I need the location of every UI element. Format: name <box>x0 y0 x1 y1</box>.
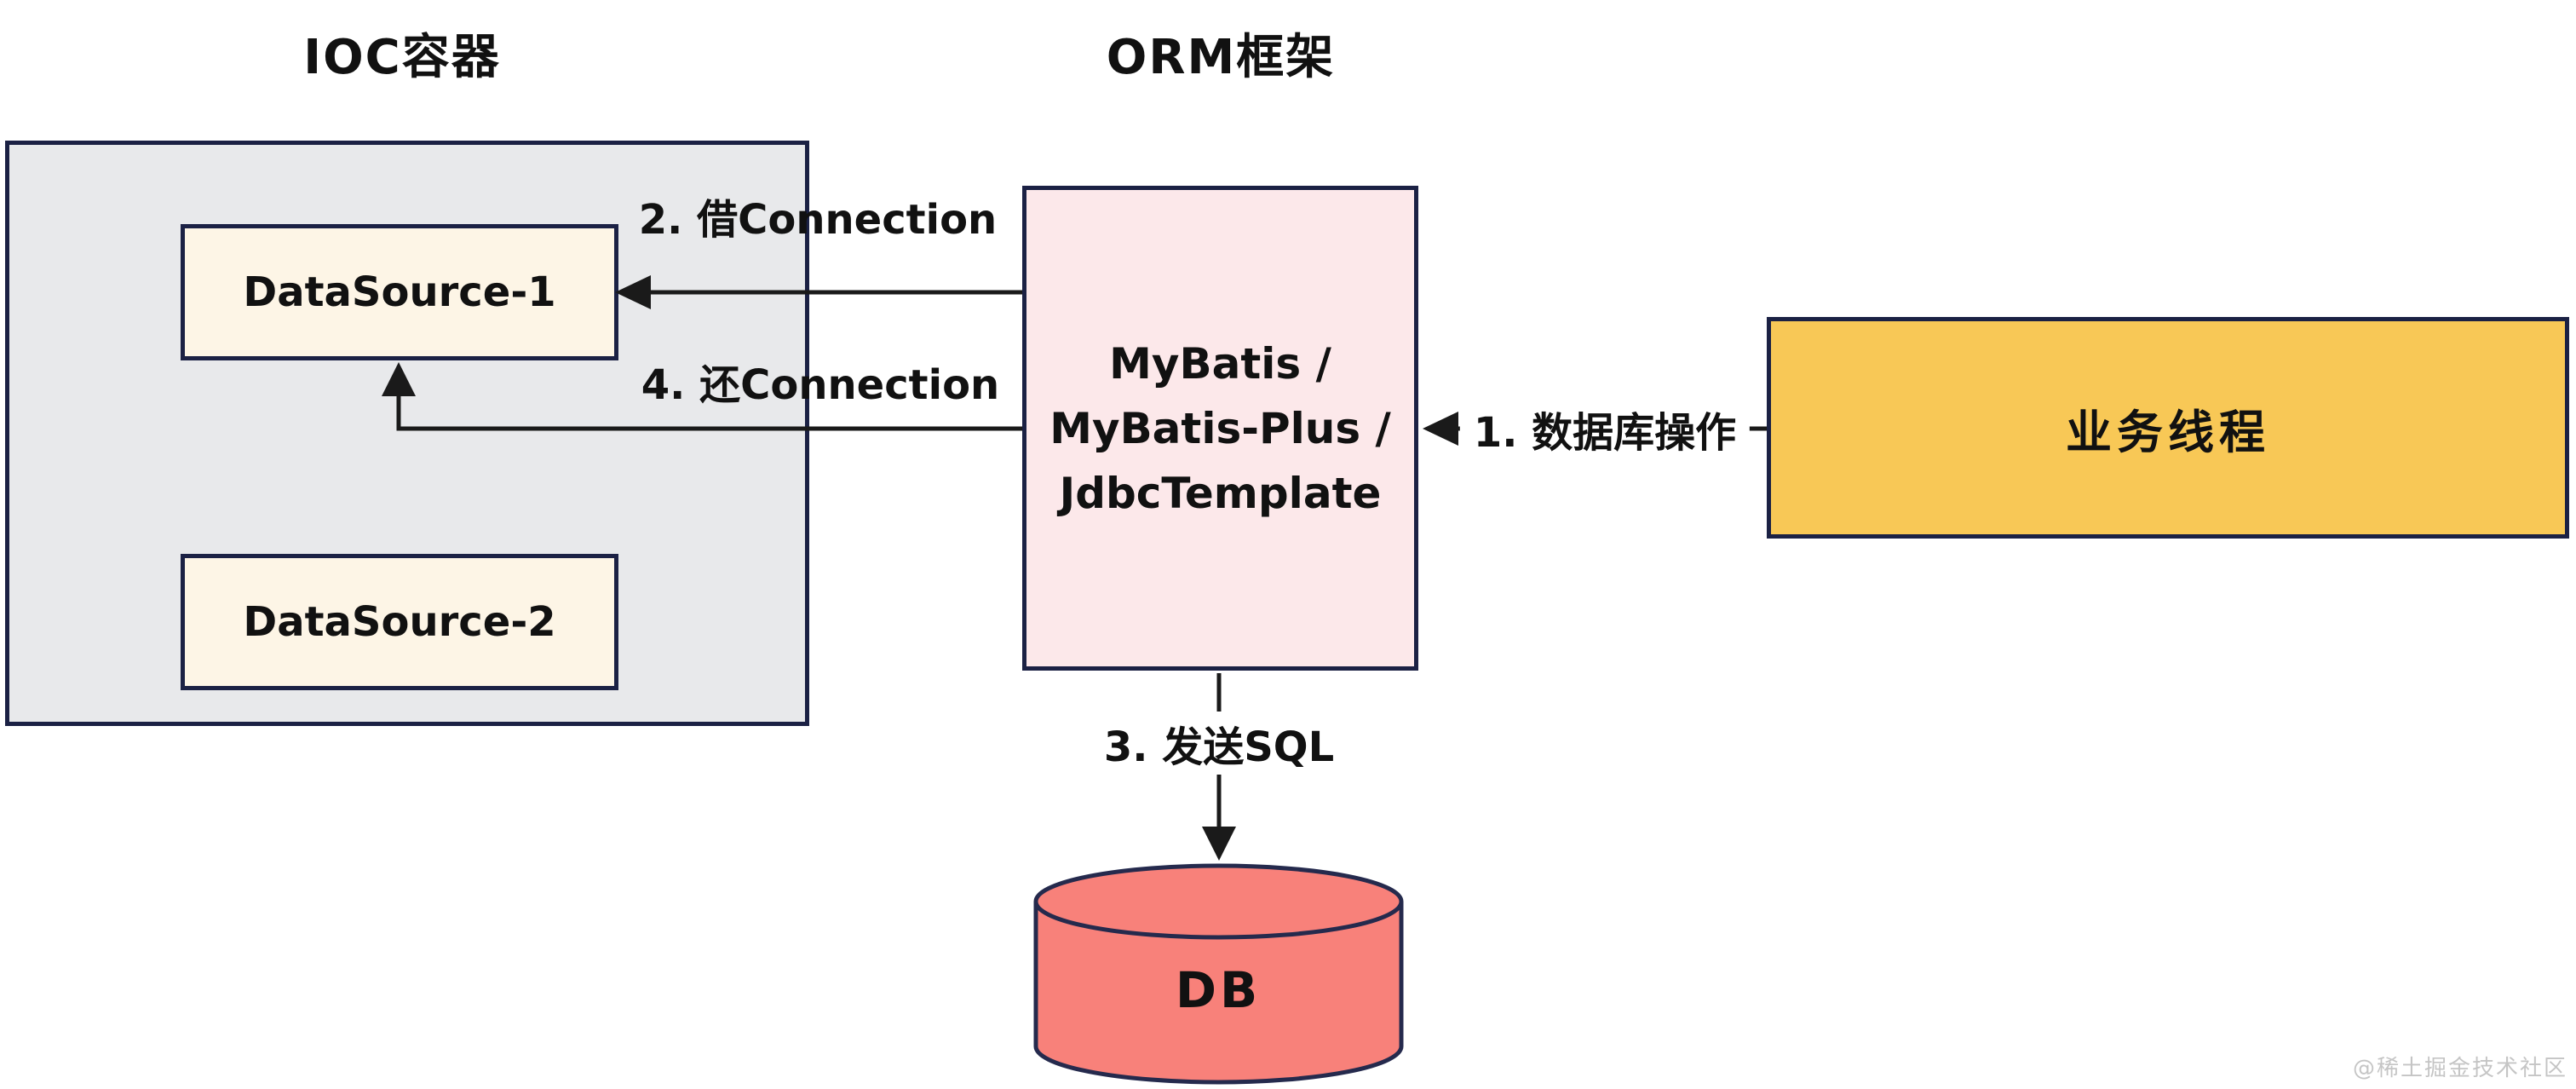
arrow-db-operation-head-left-icon <box>1423 412 1458 446</box>
datasource-2-label: DataSource-2 <box>243 598 556 646</box>
label-return-connection: 4. 还Connection <box>641 361 1000 409</box>
orm-label-line3: JdbcTemplate <box>1059 468 1382 518</box>
datasource-1-box: DataSource-1 <box>181 224 618 360</box>
datasource-2-box: DataSource-2 <box>181 554 618 690</box>
business-thread-label: 业务线程 <box>2066 405 2270 459</box>
label-send-sql: 3. 发送SQL <box>1090 712 1348 775</box>
datasource-1-label: DataSource-1 <box>243 268 556 316</box>
label-borrow-connection: 2. 借Connection <box>638 196 998 244</box>
arrow-send-sql-head-down-icon <box>1202 827 1236 861</box>
orm-framework-label: MyBatis / MyBatis-Plus / JdbcTemplate <box>1049 331 1391 526</box>
label-db-operation: 1. 数据库操作 <box>1459 397 1751 460</box>
orm-framework-box: MyBatis / MyBatis-Plus / JdbcTemplate <box>1022 186 1418 671</box>
db-cylinder-top <box>1033 863 1404 940</box>
orm-framework-title: ORM框架 <box>1106 30 1336 85</box>
orm-label-line1: MyBatis / <box>1109 338 1331 389</box>
orm-label-line2: MyBatis-Plus / <box>1049 403 1391 453</box>
db-label: DB <box>1175 961 1262 1019</box>
watermark: @稀土掘金技术社区 <box>2352 1056 2567 1081</box>
business-thread-box: 业务线程 <box>1767 317 2569 539</box>
ioc-container-title: IOC容器 <box>303 30 501 85</box>
